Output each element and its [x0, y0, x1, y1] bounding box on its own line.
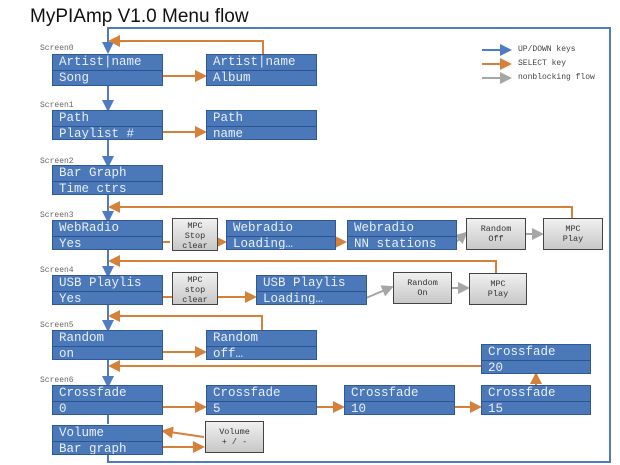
node-line2: Album — [213, 71, 251, 85]
screen6-node-crossfade-5: Crossfade 5 — [206, 385, 317, 415]
node-line1: Crossfade — [345, 386, 454, 402]
screen5-label: Screen5 — [40, 321, 74, 330]
node-line2: Loading… — [263, 292, 324, 305]
select-vol-back — [161, 426, 205, 439]
action-line: clear — [182, 241, 208, 251]
updown-outer-loop — [102, 27, 611, 463]
node-line2: off… — [213, 347, 244, 360]
action-line: Volume — [219, 427, 250, 437]
screen0-node-song: Artist|name Song — [52, 54, 163, 86]
node-line2: Time ctrs — [59, 182, 127, 195]
screen6-node-crossfade-10: Crossfade 10 — [344, 385, 455, 415]
volume-action-adjust: Volume + / - — [205, 421, 264, 453]
action-line: clear — [182, 295, 208, 305]
node-line1: Crossfade — [207, 386, 316, 402]
node-line2: 5 — [213, 402, 221, 415]
action-line: Off — [488, 234, 504, 244]
screen0-label: Screen0 — [40, 44, 74, 53]
node-line2: 10 — [351, 402, 367, 415]
screen6-label: Screen6 — [40, 376, 74, 385]
action-line: Play — [562, 234, 584, 244]
node-line2: Yes — [59, 237, 82, 250]
node-line1: WebRadio — [53, 221, 162, 237]
action-line: MPC — [187, 275, 203, 285]
select-s0-return — [108, 35, 264, 55]
screen4-node-usb: USB Playlis Yes — [52, 275, 163, 305]
screen3-action-mpc-play: MPC Play — [543, 218, 603, 250]
screen6-node-crossfade-0: Crossfade 0 — [52, 385, 163, 415]
node-line2: Yes — [59, 292, 82, 305]
node-line1: Artist|name — [53, 55, 162, 71]
action-line: On — [417, 288, 428, 298]
node-line2: 15 — [488, 402, 504, 415]
screen4-action-random-on: Random On — [393, 272, 452, 304]
node-line1: Random — [53, 331, 162, 347]
screen1-node-name: Path name — [206, 110, 317, 140]
node-line2: 20 — [488, 361, 504, 374]
node-line1: Path — [53, 111, 162, 127]
node-line1: Crossfade — [53, 386, 162, 402]
node-line2: on — [59, 347, 75, 360]
node-line1: USB Playlis — [257, 276, 366, 292]
node-line1: Random — [207, 331, 316, 347]
node-line2: Loading… — [233, 237, 294, 250]
screen3-action-random-off: Random Off — [466, 218, 526, 250]
action-line: Random — [480, 224, 512, 234]
screen5-node-random-off: Random off… — [206, 330, 317, 360]
screen1-label: Screen1 — [40, 101, 74, 110]
node-line1: Path — [207, 111, 316, 127]
action-line: Stop — [184, 231, 206, 241]
screen3-node-webradio: WebRadio Yes — [52, 220, 163, 250]
volume-node-bargraph: Volume Bar graph — [52, 425, 163, 455]
node-line2: Playlist # — [59, 127, 135, 140]
screen2-node-bargraph: Bar Graph Time ctrs — [52, 165, 163, 195]
node-line2: name — [213, 127, 244, 140]
screen6-node-crossfade-20: Crossfade 20 — [481, 344, 591, 374]
node-line1: Crossfade — [482, 386, 590, 402]
screen4-action-mpc-play: MPC Play — [469, 273, 527, 305]
screen4-label: Screen4 — [40, 266, 74, 275]
select-s5-return — [108, 310, 263, 331]
action-line: stop — [184, 285, 206, 295]
node-line1: Webradio — [227, 221, 335, 237]
screen5-node-random-on: Random on — [52, 330, 163, 360]
action-line: MPC — [565, 224, 581, 234]
node-line2: Bar graph — [59, 442, 127, 455]
action-line: Random — [407, 278, 438, 288]
nonblock-s4-a — [365, 285, 394, 299]
select-s3-return — [108, 201, 573, 220]
legend-select: SELECT key — [518, 59, 567, 68]
action-line: Play — [487, 289, 509, 299]
node-line2: 0 — [59, 402, 67, 415]
diagram-title: MyPIAmp V1.0 Menu flow — [30, 6, 249, 27]
node-line1: Crossfade — [482, 345, 590, 361]
screen2-label: Screen2 — [40, 157, 74, 166]
legend-nonblocking: nonblocking flow — [518, 73, 595, 82]
action-line: MPC — [490, 279, 506, 289]
node-line1: Artist|name — [207, 55, 316, 71]
screen4-node-loading: USB Playlis Loading… — [256, 275, 367, 305]
action-line: + / - — [221, 437, 248, 447]
screen3-label: Screen3 — [40, 211, 74, 220]
screen6-node-crossfade-15: Crossfade 15 — [481, 385, 591, 415]
nonblock-s3-a — [454, 231, 468, 245]
node-line1: USB Playlis — [53, 276, 162, 292]
screen3-action-mpc-stop: MPC Stop clear — [172, 218, 218, 251]
select-s4-return — [108, 255, 497, 273]
node-line1: Webradio — [348, 221, 456, 237]
node-line1: Bar Graph — [53, 166, 162, 182]
node-line2: Song — [59, 71, 90, 85]
node-line1: Volume — [53, 426, 162, 442]
screen1-node-playlist: Path Playlist # — [52, 110, 163, 140]
screen3-node-loading: Webradio Loading… — [226, 220, 336, 250]
screen0-node-album: Artist|name Album — [206, 54, 317, 86]
screen4-action-mpc-stop: MPC stop clear — [172, 272, 218, 305]
node-line2: NN stations — [354, 237, 437, 250]
screen3-node-stations: Webradio NN stations — [347, 220, 457, 250]
action-line: MPC — [187, 221, 203, 231]
legend-updown: UP/DOWN keys — [518, 45, 576, 54]
